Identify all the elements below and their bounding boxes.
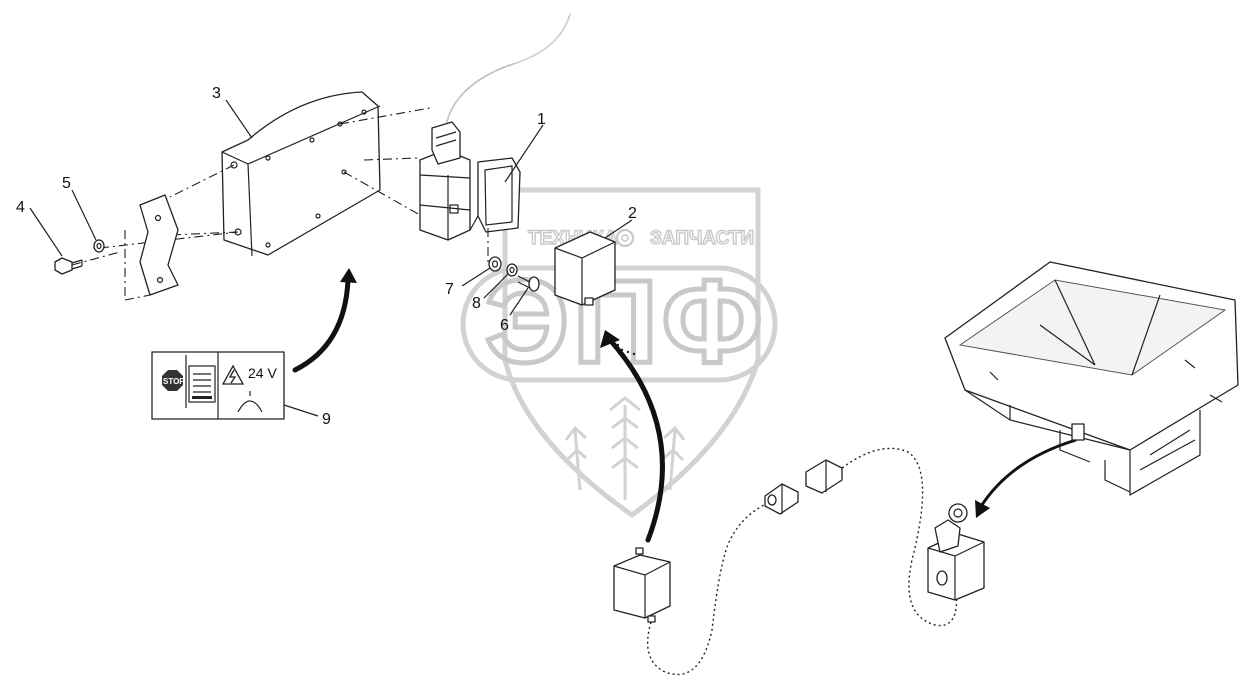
axis-line-screw (71, 231, 239, 266)
sensor-holder (419, 121, 521, 241)
warning-decal: STOP 24 V (151, 351, 285, 420)
watermark-shield (502, 187, 761, 519)
frame-piece (124, 194, 179, 301)
callout-numbers: 1 2 3 4 5 6 7 8 9 (16, 85, 637, 428)
axis-line-lower (343, 171, 421, 216)
leader-lines (29, 99, 633, 417)
screw-6 (517, 275, 540, 292)
connector-socket (805, 459, 843, 494)
top-cable (445, 13, 571, 126)
callout-5: 5 (62, 175, 71, 192)
control-module (613, 547, 671, 623)
arrow-hopper-to-switch-head (975, 500, 990, 518)
wheat-emblem (564, 396, 686, 500)
decal-voltage: 24 V (248, 365, 277, 381)
callout-8: 8 (472, 295, 481, 312)
connector-plug (764, 483, 799, 515)
screw-4 (54, 257, 83, 275)
limit-switch (927, 503, 985, 601)
proximity-sensor-icon (237, 391, 263, 413)
sensor-icon (188, 365, 216, 403)
axis-line-left (169, 164, 239, 236)
callout-7: 7 (445, 281, 454, 298)
axis-line-upper (339, 107, 431, 125)
callout-9: 9 (322, 411, 331, 428)
hopper (944, 261, 1239, 497)
washer-8 (506, 263, 518, 277)
washer-5 (93, 239, 105, 253)
relay-box (554, 231, 616, 306)
washer-7 (488, 256, 502, 272)
svg-text:STOP: STOP (163, 377, 185, 386)
callout-6: 6 (500, 317, 509, 334)
axis-line-mid (363, 157, 419, 161)
watermark-badge (460, 265, 778, 383)
cable-module-to-plug (647, 503, 767, 676)
cable-socket-to-switch (841, 447, 958, 627)
callout-1: 1 (537, 111, 546, 128)
high-voltage-icon (221, 364, 245, 385)
arrow-module-to-relay (607, 337, 665, 543)
top-cable-inner (445, 13, 571, 126)
arrow-decal-to-plate (292, 277, 351, 373)
arrow-hopper-to-switch (978, 438, 1077, 509)
gear-icon (615, 228, 635, 248)
callout-2: 2 (628, 205, 637, 222)
watermark-brand-big: ЭПФ (485, 256, 766, 388)
callout-3: 3 (212, 85, 221, 102)
mounting-plate (221, 91, 381, 257)
arrow-decal-to-plate-head (340, 268, 357, 283)
stop-sign-icon: STOP (162, 370, 185, 391)
watermark: ТЕХНИКА ЗАПЧАСТИ ЭПФ (460, 187, 778, 519)
callout-4: 4 (16, 199, 25, 216)
watermark-brand-right: ЗАПЧАСТИ (650, 228, 754, 249)
arrow-module-to-relay-head (600, 330, 620, 348)
